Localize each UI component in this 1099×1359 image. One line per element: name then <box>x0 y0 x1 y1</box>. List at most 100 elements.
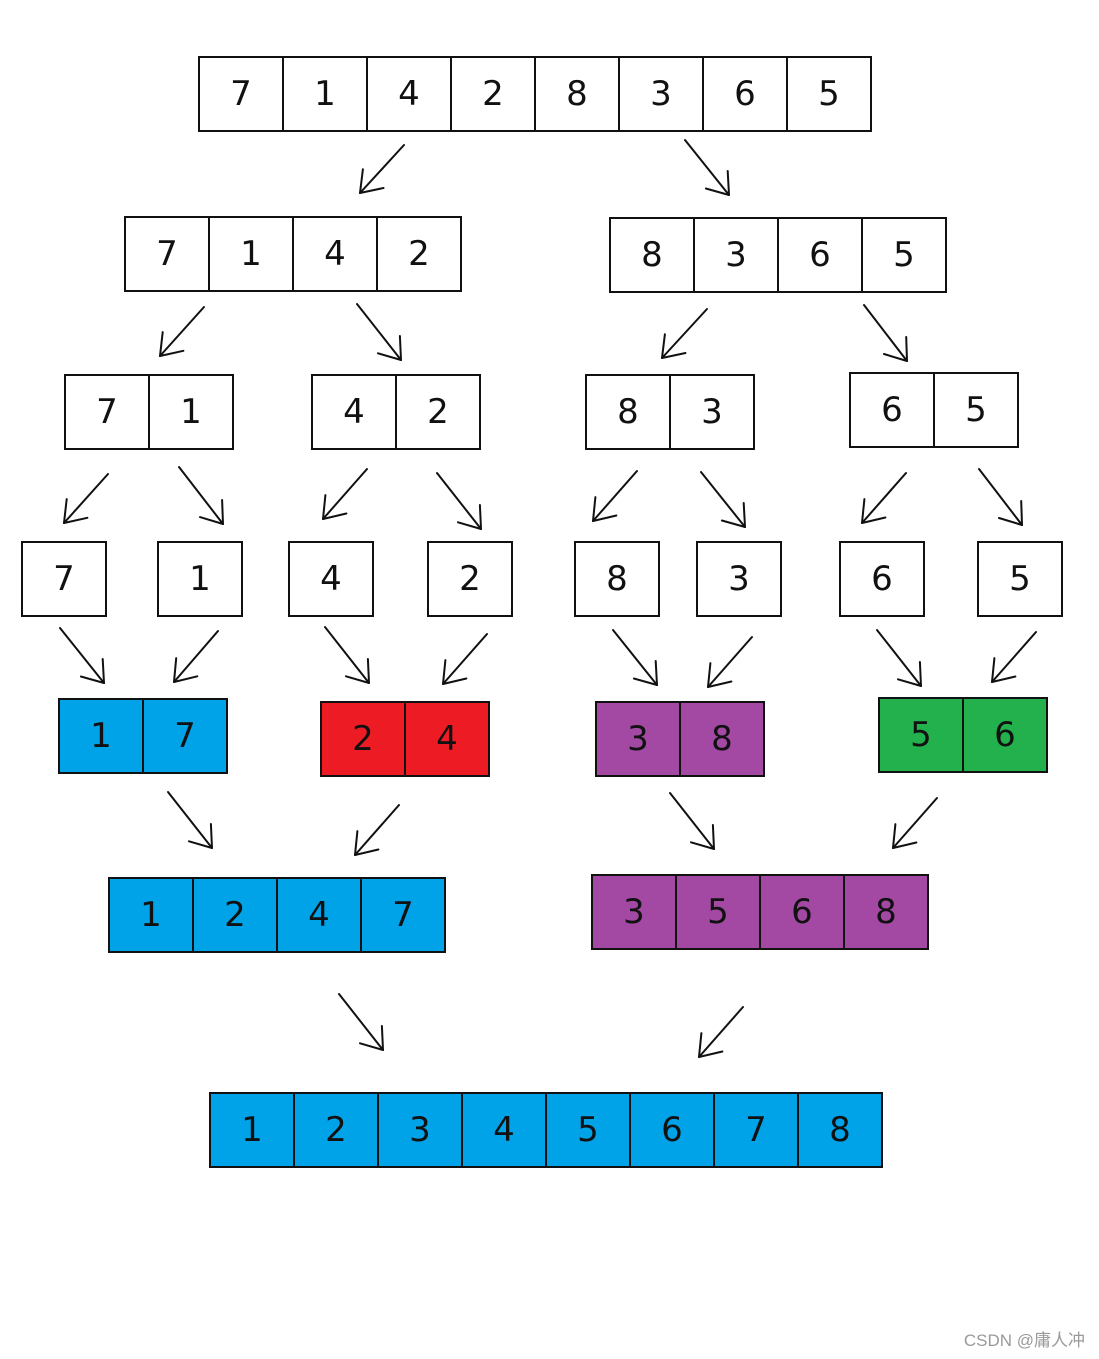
array-single-6: 6 <box>839 541 925 617</box>
array-cell: 8 <box>617 392 639 432</box>
array-cell: 1 <box>189 559 211 599</box>
array-cell: 3 <box>377 1094 461 1166</box>
array-cell: 5 <box>675 876 759 948</box>
array-cell: 3 <box>669 376 753 448</box>
array-single-1: 1 <box>157 541 243 617</box>
array-cell: 4 <box>276 879 360 951</box>
arrow <box>338 993 384 1051</box>
array-cell: 1 <box>90 716 112 756</box>
array-single-2: 2 <box>427 541 513 617</box>
arrow <box>698 1006 744 1058</box>
array-cell: 1 <box>148 376 232 448</box>
array-cell: 2 <box>352 719 374 759</box>
array-cell: 2 <box>192 879 276 951</box>
arrow <box>661 308 708 359</box>
arrow <box>991 631 1037 683</box>
array-cell: 1 <box>208 218 292 290</box>
arrow <box>178 466 224 525</box>
array-cell: 5 <box>786 58 870 130</box>
arrow <box>978 468 1023 526</box>
arrow <box>322 468 368 520</box>
array-cell: 6 <box>871 559 893 599</box>
array-cell: 1 <box>140 895 162 935</box>
array-cell: 5 <box>910 715 932 755</box>
arrow <box>159 306 205 357</box>
array-cell: 5 <box>861 219 945 291</box>
array-cell: 5 <box>1009 559 1031 599</box>
array-single-5: 5 <box>977 541 1063 617</box>
array-cell: 3 <box>618 58 702 130</box>
array-cell: 7 <box>142 700 226 772</box>
arrow <box>63 473 109 524</box>
arrow <box>356 303 402 361</box>
arrow <box>669 792 715 850</box>
array-cell: 3 <box>693 219 777 291</box>
array-single-7: 7 <box>21 541 107 617</box>
array-cell: 6 <box>777 219 861 291</box>
array-cell: 6 <box>759 876 843 948</box>
array-single-8: 8 <box>574 541 660 617</box>
array-cell: 4 <box>320 559 342 599</box>
arrow <box>684 139 730 196</box>
array-cell: 6 <box>881 390 903 430</box>
array-cell: 2 <box>450 58 534 130</box>
array-cell: 4 <box>343 392 365 432</box>
array-cell: 4 <box>366 58 450 130</box>
array-cell: 6 <box>962 699 1046 771</box>
array-cell: 3 <box>623 892 645 932</box>
arrow <box>442 633 488 685</box>
array-cell: 8 <box>843 876 927 948</box>
array-cell: 6 <box>702 58 786 130</box>
arrow <box>700 471 746 528</box>
array-cell: 1 <box>282 58 366 130</box>
arrow <box>892 797 938 849</box>
array-cell: 2 <box>459 559 481 599</box>
array-cell: 8 <box>606 559 628 599</box>
array-cell: 8 <box>797 1094 881 1166</box>
arrow <box>436 472 482 530</box>
arrow <box>354 804 400 856</box>
array-cell: 2 <box>376 218 460 290</box>
arrow <box>707 636 753 688</box>
array-cell: 7 <box>156 234 178 274</box>
array-cell: 7 <box>96 392 118 432</box>
arrow <box>861 472 907 524</box>
array-cell: 2 <box>395 376 479 448</box>
array-cell: 1 <box>241 1110 263 1150</box>
array-cell: 6 <box>629 1094 713 1166</box>
arrow <box>167 791 213 849</box>
array-cell: 7 <box>53 559 75 599</box>
array-cell: 5 <box>545 1094 629 1166</box>
arrow <box>612 629 658 686</box>
array-cell: 7 <box>230 74 252 114</box>
array-cell: 2 <box>293 1094 377 1166</box>
arrow <box>863 304 908 362</box>
arrow <box>59 627 105 684</box>
arrow <box>592 470 638 522</box>
array-cell: 5 <box>933 374 1017 446</box>
arrow <box>324 626 370 684</box>
array-cell: 3 <box>627 719 649 759</box>
array-cell: 4 <box>292 218 376 290</box>
array-cell: 7 <box>360 879 444 951</box>
array-single-4: 4 <box>288 541 374 617</box>
watermark: CSDN @庸人冲 <box>963 1331 1085 1350</box>
arrow <box>173 630 219 683</box>
array-cell: 4 <box>404 703 488 775</box>
array-single-3: 3 <box>696 541 782 617</box>
array-cell: 8 <box>679 703 763 775</box>
